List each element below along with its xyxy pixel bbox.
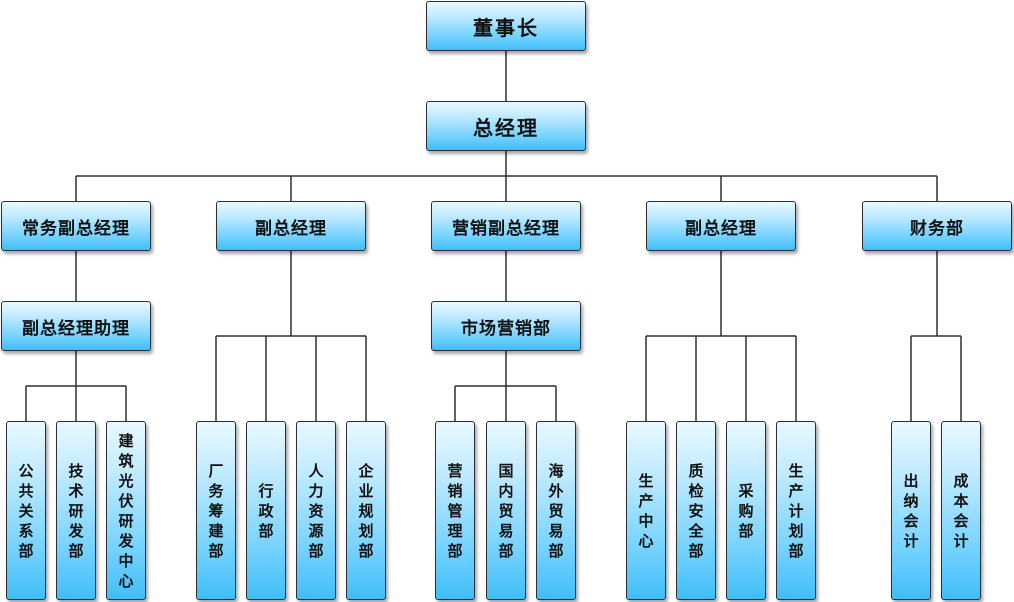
dept-production-center: 生产中心 <box>626 421 666 600</box>
dept-plant-construction: 厂务筹建部 <box>196 421 236 600</box>
dept-planning: 企业规划部 <box>346 421 386 600</box>
finance-box: 财务部 <box>862 201 1012 251</box>
dept-hr: 人力资源部 <box>296 421 336 600</box>
dept-pv-rd-center: 建筑光伏研发中心 <box>106 421 146 600</box>
dept-technology: 技术研发部 <box>56 421 96 600</box>
dept-public-relations: 公共关系部 <box>6 421 46 600</box>
executive-vp-box: 常务副总经理 <box>1 201 151 251</box>
dept-foreign-trade: 海外贸易部 <box>536 421 576 600</box>
dept-cashier: 出纳会计 <box>891 421 931 600</box>
dept-domestic-trade: 国内贸易部 <box>486 421 526 600</box>
dept-purchasing: 采购部 <box>726 421 766 600</box>
vp-box-2: 副总经理 <box>646 201 796 251</box>
gm-assistant-box: 副总经理助理 <box>1 301 151 351</box>
marketing-box: 市场营销部 <box>431 301 581 351</box>
dept-cost-accounting: 成本会计 <box>941 421 981 600</box>
sales-vp-box: 营销副总经理 <box>431 201 581 251</box>
vp-box-1: 副总经理 <box>216 201 366 251</box>
chairman-box: 董事长 <box>426 1 586 51</box>
dept-administration: 行政部 <box>246 421 286 600</box>
general-manager-box: 总经理 <box>426 101 586 151</box>
dept-sales-mgmt: 营销管理部 <box>435 421 475 600</box>
dept-qa-safety: 质检安全部 <box>676 421 716 600</box>
dept-production-planning: 生产计划部 <box>776 421 816 600</box>
